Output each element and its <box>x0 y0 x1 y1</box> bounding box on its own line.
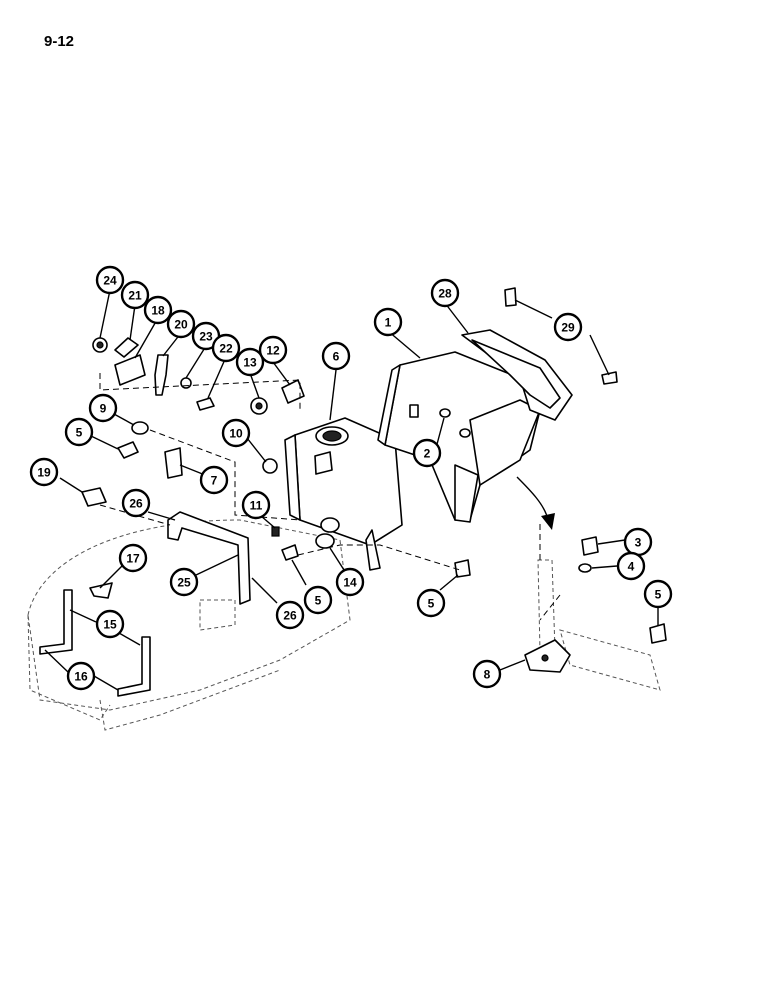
callout-25: 25 <box>169 567 199 597</box>
callout-label: 19 <box>37 466 51 480</box>
callout-label: 3 <box>635 536 642 550</box>
callout-29: 29 <box>553 312 583 342</box>
callout-11: 11 <box>241 490 271 520</box>
callout-label: 2 <box>424 447 431 461</box>
brackets <box>39 589 151 697</box>
callout-7: 7 <box>199 465 229 495</box>
callout-label: 25 <box>177 576 191 590</box>
callout-label: 5 <box>655 588 662 602</box>
callout-label: 28 <box>438 287 452 301</box>
callout-label: 4 <box>628 560 635 574</box>
callout-label: 26 <box>283 609 297 623</box>
callout-label: 29 <box>561 321 575 335</box>
callout-8: 8 <box>472 659 502 689</box>
callout-label: 9 <box>100 402 107 416</box>
handle <box>167 511 251 605</box>
callout-4: 4 <box>616 551 646 581</box>
callout-label: 5 <box>428 597 435 611</box>
callout-17: 17 <box>118 543 148 573</box>
callout-24: 24 <box>95 265 125 295</box>
callout-21: 21 <box>120 280 150 310</box>
detail-arrow <box>516 476 555 530</box>
callout-19: 19 <box>29 457 59 487</box>
callout-2: 2 <box>412 438 442 468</box>
callout-label: 7 <box>211 474 218 488</box>
callout-label: 1 <box>385 316 392 330</box>
callout-23: 23 <box>191 321 221 351</box>
callout-label: 6 <box>333 350 340 364</box>
callout-26: 26 <box>121 488 151 518</box>
callout-5: 5 <box>416 588 446 618</box>
callout-label: 11 <box>250 499 263 513</box>
callout-14: 14 <box>335 567 365 597</box>
callout-6: 6 <box>321 341 351 371</box>
callout-label: 10 <box>229 427 243 441</box>
callout-label: 17 <box>126 552 140 566</box>
hood-outline <box>27 519 351 731</box>
callout-label: 18 <box>151 304 165 318</box>
callout-16: 16 <box>66 661 96 691</box>
callout-label: 12 <box>266 344 280 358</box>
callout-28: 28 <box>430 278 460 308</box>
callout-9: 9 <box>88 393 118 423</box>
callout-label: 14 <box>343 576 357 590</box>
callout-label: 16 <box>74 670 88 684</box>
callout-5: 5 <box>643 579 673 609</box>
callout-label: 22 <box>219 342 233 356</box>
callout-15: 15 <box>95 609 125 639</box>
page-number: 9-12 <box>44 33 75 50</box>
callout-18: 18 <box>143 295 173 325</box>
callout-1: 1 <box>373 307 403 337</box>
callout-10: 10 <box>221 418 251 448</box>
callout-label: 26 <box>129 497 143 511</box>
callout-label: 24 <box>103 274 117 288</box>
callout-13: 13 <box>235 347 265 377</box>
callout-label: 8 <box>484 668 491 682</box>
callout-label: 21 <box>128 289 142 303</box>
callout-label: 5 <box>76 426 83 440</box>
small-parts <box>81 287 618 599</box>
top-cover <box>461 329 573 421</box>
callout-22: 22 <box>211 333 241 363</box>
callout-label: 20 <box>174 318 188 332</box>
callout-12: 12 <box>258 335 288 365</box>
callout-5: 5 <box>303 585 333 615</box>
callout-label: 5 <box>315 594 322 608</box>
callout-26: 26 <box>275 600 305 630</box>
column-detail <box>524 536 667 691</box>
callout-label: 23 <box>199 330 213 344</box>
assembly-lines <box>99 373 561 621</box>
callout-label: 13 <box>243 356 257 370</box>
dash-housing <box>284 417 403 571</box>
callout-20: 20 <box>166 309 196 339</box>
callout-5: 5 <box>64 417 94 447</box>
callout-3: 3 <box>623 527 653 557</box>
leader-lines <box>44 289 659 691</box>
callout-label: 15 <box>103 618 117 632</box>
